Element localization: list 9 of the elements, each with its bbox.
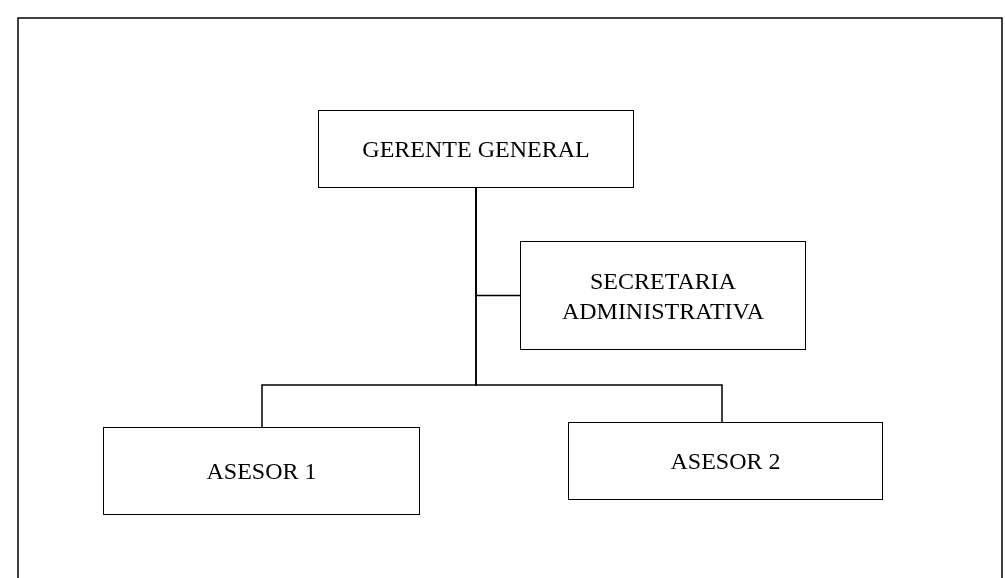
org-box: [520, 241, 806, 350]
box-label: SECRETARIA ADMINISTRATIVA: [560, 266, 766, 326]
org-box: [568, 422, 883, 500]
box-label: ASESOR 1: [206, 457, 317, 486]
org-box: [318, 110, 634, 188]
connector-line: [475, 187, 723, 423]
box-label: GERENTE GENERAL: [362, 135, 590, 164]
org-box: [103, 427, 420, 515]
box-label: ASESOR 2: [670, 447, 781, 476]
